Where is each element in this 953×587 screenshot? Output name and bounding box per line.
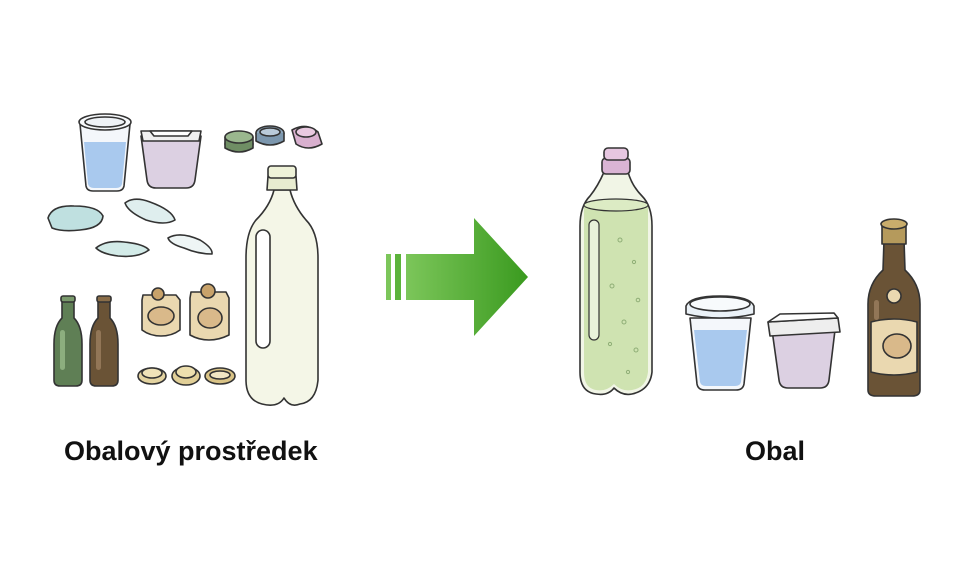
bottle-caps-icon <box>224 125 323 153</box>
beer-bottle-icon <box>867 218 921 397</box>
sealed-yogurt-icon <box>767 312 841 389</box>
sealed-cup-icon <box>685 295 755 391</box>
bottle-label-icon <box>141 283 230 341</box>
glass-bottle-icon <box>53 295 119 387</box>
plastic-cup-icon <box>78 113 132 192</box>
arrow-right-icon <box>386 218 528 336</box>
yogurt-cup-icon <box>140 130 202 189</box>
plastic-bottle-icon <box>245 165 319 406</box>
left-group <box>47 113 323 406</box>
right-group <box>579 147 921 397</box>
foil-lid-icon <box>47 198 213 258</box>
right-caption: Obal <box>745 436 806 466</box>
filled-soda-bottle-icon <box>579 147 653 396</box>
crown-cap-icon <box>137 365 236 386</box>
left-caption: Obalový prostředek <box>64 436 318 466</box>
